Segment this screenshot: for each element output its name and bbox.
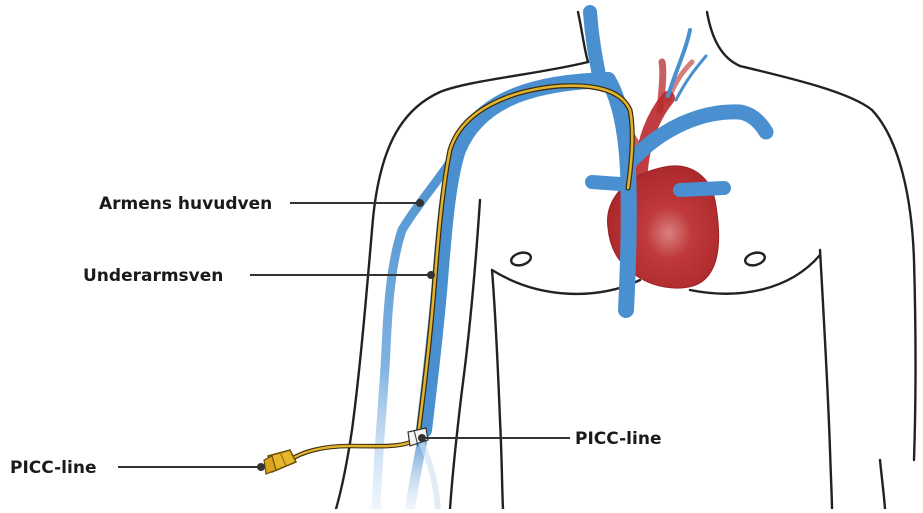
pulmonary-vein-right: [680, 188, 724, 190]
label-forearm-vein: Underarmsven: [83, 266, 223, 286]
label-cephalic-vein: Armens huvudven: [99, 194, 272, 214]
left-pec-outline: [492, 270, 640, 294]
leader-lines: [118, 200, 570, 470]
forearm-vein-branch: [420, 440, 438, 509]
left-arm-inner-outline: [450, 200, 480, 509]
pulmonary-vein-left: [592, 182, 620, 184]
right-arm-inner-outline: [820, 250, 832, 509]
leader-dot-forearm: [428, 272, 434, 278]
neck-right-outline: [707, 12, 740, 66]
right-nipple: [744, 251, 766, 268]
left-torso-outline: [492, 270, 503, 509]
neck-vein-small-1: [668, 30, 690, 96]
jugular-vein: [590, 12, 600, 80]
leader-dot-cephalic: [417, 200, 423, 206]
leader-dot-connector: [258, 464, 264, 470]
picc-connector-hub: [264, 450, 296, 474]
label-picc-connector: PICC-line: [10, 458, 96, 478]
right-arm-edge-outline: [880, 460, 885, 509]
leader-dot-insertion: [419, 435, 425, 441]
label-picc-insertion: PICC-line: [575, 429, 661, 449]
left-nipple: [510, 251, 532, 268]
